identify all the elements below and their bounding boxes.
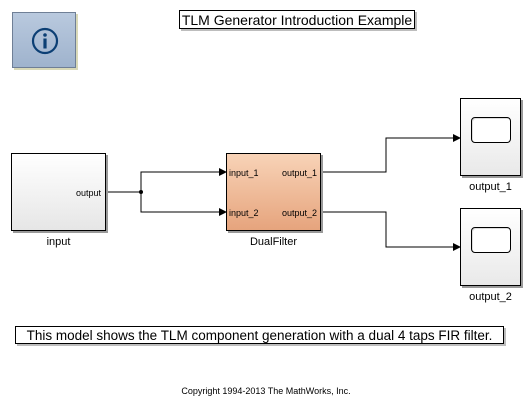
info-button[interactable]	[12, 12, 76, 68]
copyright-text: Copyright 1994-2013 The MathWorks, Inc.	[181, 386, 351, 396]
signal-line-output-2[interactable]	[321, 211, 461, 251]
signal-line-output-1[interactable]	[321, 134, 461, 173]
signal-line-input-1[interactable]	[140, 168, 227, 192]
model-title: TLM Generator Introduction Example	[179, 10, 415, 29]
input-block[interactable]: output	[11, 153, 106, 231]
signal-line-input-2[interactable]	[140, 192, 227, 216]
scope-output-1-block[interactable]	[460, 98, 521, 176]
scope-output-1-name[interactable]: output_1	[469, 181, 512, 193]
dual-filter-block-name[interactable]: DualFilter	[249, 236, 298, 248]
model-description: This model shows the TLM component gener…	[15, 326, 504, 344]
filter-in-port-2-label: input_2	[229, 208, 259, 218]
filter-out-port-1-label: output_1	[281, 168, 317, 178]
filter-in-port-1-label: input_1	[229, 168, 259, 178]
input-out-port-label: output	[75, 188, 101, 198]
scope-output-2-name[interactable]: output_2	[469, 291, 512, 303]
filter-out-port-2-label: output_2	[281, 208, 317, 218]
input-block-name[interactable]: input	[46, 236, 71, 248]
dual-filter-block[interactable]: input_1 input_2 output_1 output_2	[226, 153, 321, 231]
scope-output-2-block[interactable]	[460, 208, 521, 286]
scope-icon	[471, 227, 511, 253]
scope-icon	[471, 117, 511, 143]
info-icon	[31, 27, 59, 55]
